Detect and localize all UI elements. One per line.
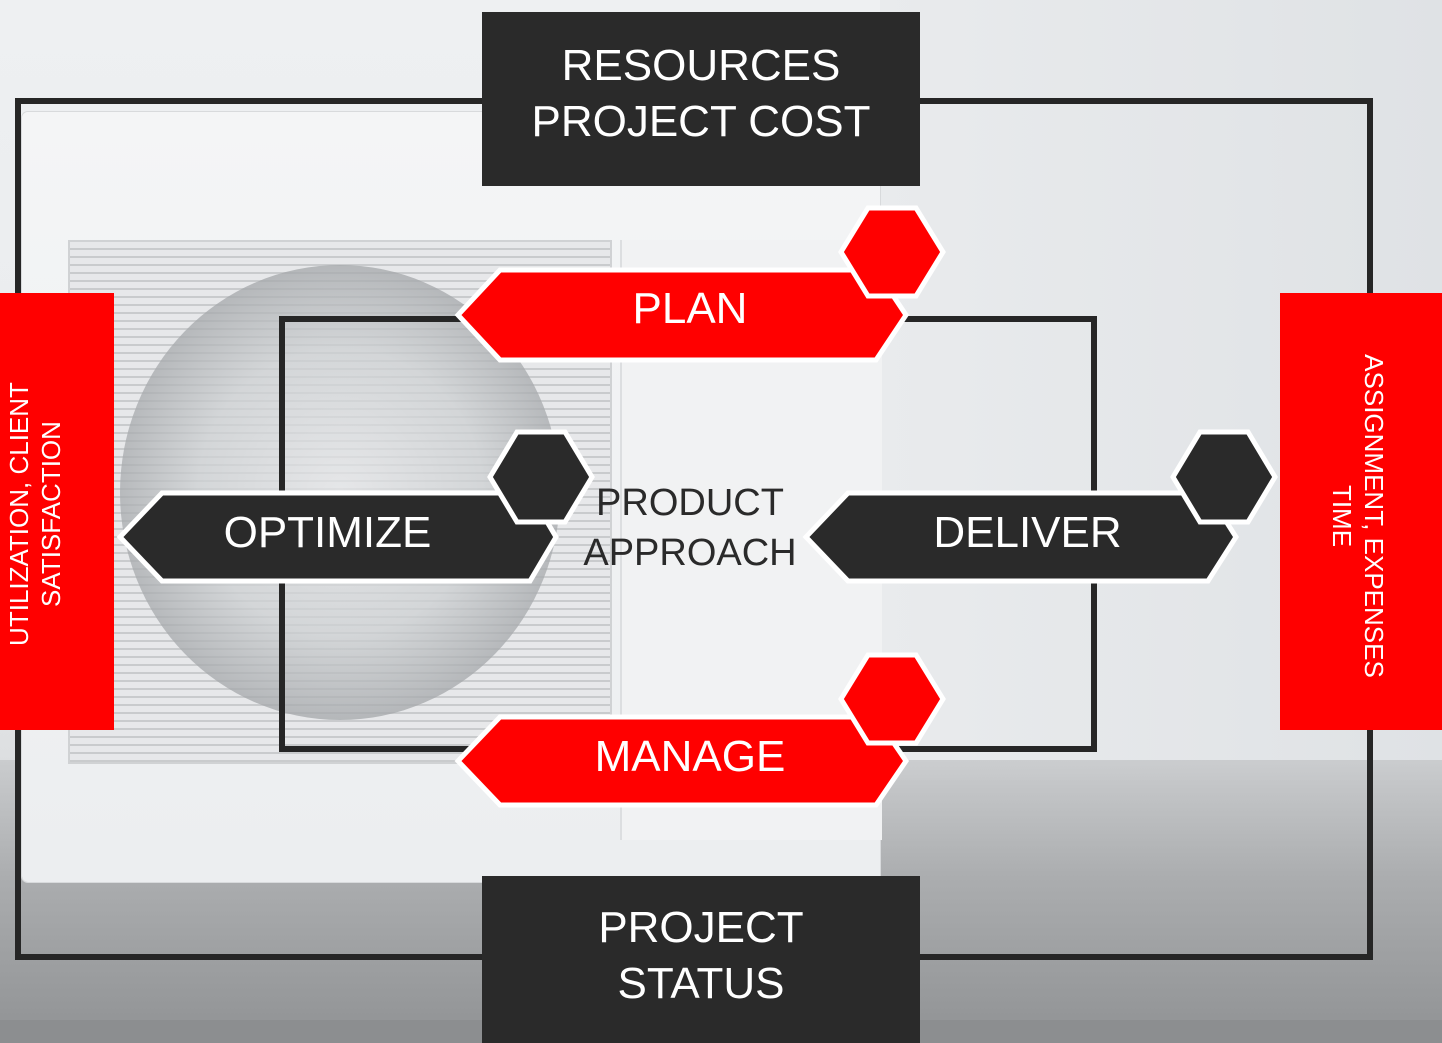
right-side-line-1: ASSIGNMENT, EXPENSES [1359,354,1389,678]
top-box-line-1: RESOURCES [561,41,841,90]
optimize-label: OPTIMIZE [223,508,432,557]
left-side-line-1: UTILIZATION, CLIENT [4,382,34,646]
right-side-label: ASSIGNMENT, EXPENSES TIME [1326,316,1390,716]
plan-hexagon-icon [838,205,946,299]
plan-label: PLAN [632,284,748,333]
center-label: PRODUCT APPROACH [580,478,800,578]
right-side-box [1280,293,1442,730]
bottom-box-line-2: STATUS [617,959,785,1008]
center-line-1: PRODUCT [596,482,784,524]
center-line-2: APPROACH [583,532,797,574]
top-box-line-2: PROJECT COST [531,97,871,146]
left-side-label: UTILIZATION, CLIENT SATISFACTION [3,314,67,714]
top-box [482,12,920,186]
deliver-label: DELIVER [933,508,1122,557]
optimize-hexagon-icon [487,429,595,525]
bottom-box [482,876,920,1043]
right-side-line-2: TIME [1327,484,1357,548]
left-side-box [0,293,114,730]
manage-hexagon-icon [838,652,946,746]
left-side-line-2: SATISFACTION [36,421,66,607]
top-box-label: RESOURCES PROJECT COST [482,38,920,150]
bottom-box-line-1: PROJECT [598,903,804,952]
manage-label: MANAGE [594,732,786,781]
deliver-hexagon-icon [1170,429,1278,525]
bottom-box-label: PROJECT STATUS [482,900,920,1012]
